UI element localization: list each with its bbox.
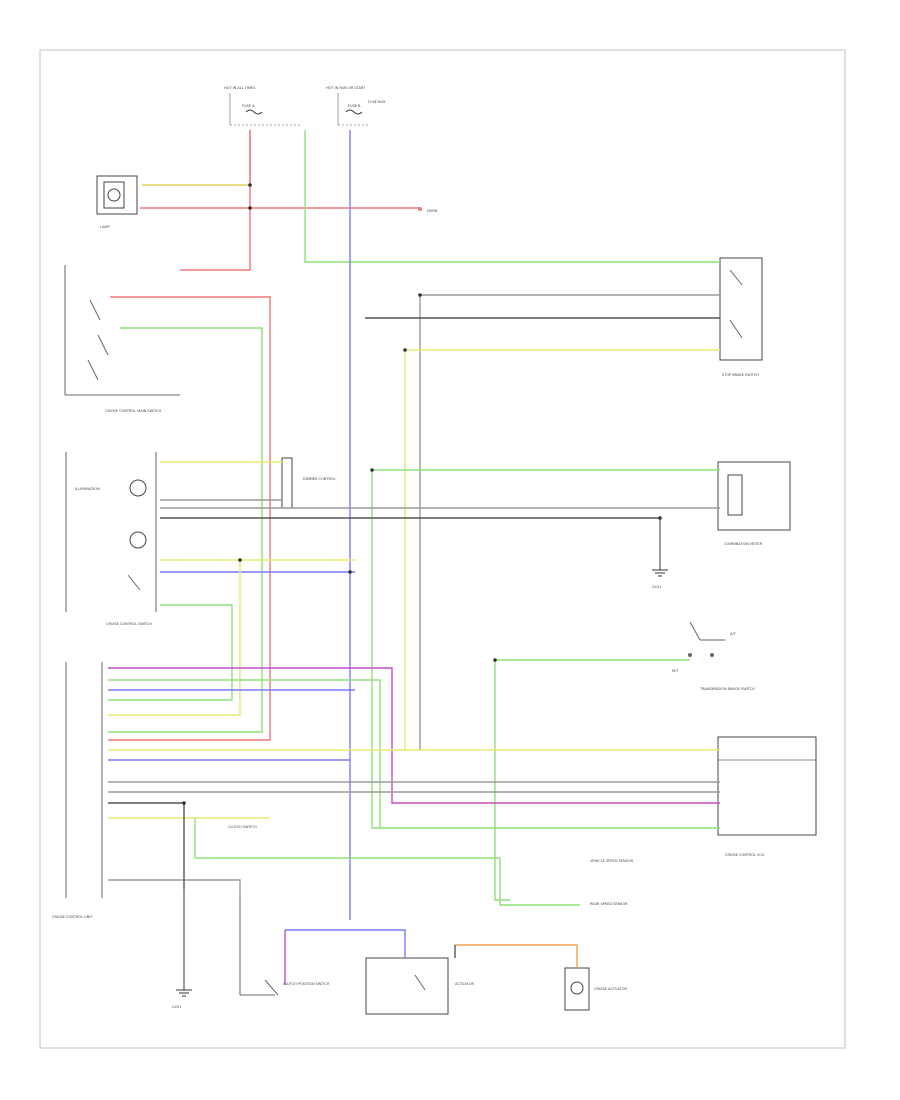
fuse-hot-all-times-label: HOT IN ALL TIMES <box>224 86 256 90</box>
wire-green <box>108 679 381 828</box>
vehicle-speed-sensor-label: VEHICLE SPEED SENSOR <box>590 859 634 863</box>
cruise-control-unit-label: CRUISE CONTROL UNIT <box>52 915 93 919</box>
fuse-a-label: FUSE A <box>242 104 255 108</box>
splice-dot <box>238 558 242 562</box>
wire-green <box>494 660 510 901</box>
lamp-component: LAMP <box>96 175 138 229</box>
fuse-box: HOT IN ALL TIMES HOT IN RUN OR START FUS… <box>224 86 386 126</box>
wire-orange <box>455 944 578 968</box>
cruise-computer: CRUISE CONTROL ECU <box>717 736 817 857</box>
cruise-main-switch: CRUISE CONTROL MAIN SWITCH <box>64 265 180 413</box>
clutch-switch-label: CLUTCH SWITCH <box>228 825 257 829</box>
clutch-position-switch: CLUTCH POSITION SWITCH <box>239 895 330 996</box>
cruise-computer-label: CRUISE CONTROL ECU <box>725 853 765 857</box>
wire-black <box>108 802 185 890</box>
at-only-label: A/T <box>730 632 737 636</box>
actuator-label: ACTUATOR <box>455 982 474 986</box>
splice-dot <box>248 206 252 210</box>
dimmer-control-label: DIMMER CONTROL <box>303 477 336 481</box>
wire-green <box>371 470 720 829</box>
splice-dot <box>493 658 497 662</box>
mt-only-label: M/T <box>672 669 679 673</box>
cruise-control-unit: CRUISE CONTROL UNIT <box>52 662 103 919</box>
lamp-label: LAMP <box>100 225 110 229</box>
wire-green <box>499 858 580 906</box>
wire-green <box>304 130 720 263</box>
ground-g201: G201 <box>172 890 192 1009</box>
ground-g101: G101 <box>652 518 668 589</box>
fuse-a-symbol <box>245 109 263 115</box>
wire-yellow <box>108 560 241 716</box>
splice-dot <box>182 801 186 805</box>
combination-meter-label: COMBINATION METER <box>724 542 763 546</box>
clutch-position-label: CLUTCH POSITION SWITCH <box>283 982 330 986</box>
diagram-frame <box>39 49 846 1049</box>
illumination-label: ILLUMINATION <box>75 487 100 491</box>
wire-green <box>108 327 263 733</box>
ground-g201-label: G201 <box>172 1005 181 1009</box>
cruise-actuator-label: CRUISE ACTUATOR <box>594 987 628 991</box>
wire-green <box>194 818 500 859</box>
wire-gray <box>108 879 241 895</box>
transmission-range-switch: A/T M/T TRANSMISSION RANGE SWITCH <box>672 621 755 691</box>
splice-dot <box>403 348 407 352</box>
wire-group <box>108 130 720 985</box>
actuator-component: ACTUATOR <box>365 957 474 1015</box>
combination-meter: COMBINATION METER <box>717 461 791 546</box>
splice-dot <box>248 183 252 187</box>
fuse-hot-run-start-label: HOT IN RUN OR START <box>326 86 366 90</box>
cruise-main-switch-label: CRUISE CONTROL MAIN SWITCH <box>105 409 161 413</box>
stop-brake-switch: STOP BRAKE SWITCH <box>719 257 763 377</box>
wire-red <box>142 130 251 186</box>
splice-dot <box>658 516 662 520</box>
splice-dot <box>370 468 374 472</box>
horn-label: HORN <box>427 209 438 213</box>
switch-assembly: ILLUMINATION DIMMER CONTROL <box>65 452 336 612</box>
fuse-b-symbol <box>345 109 363 115</box>
cruise-control-switch-label: CRUISE CONTROL SWITCH <box>106 622 152 626</box>
wire-green <box>108 604 233 701</box>
transmission-range-label: TRANSMISSION RANGE SWITCH <box>699 687 755 691</box>
fuse-box-note: FUSE BOX <box>368 100 386 104</box>
wire-red <box>180 130 251 271</box>
wire-blue <box>285 929 406 958</box>
fuse-b-label: FUSE B <box>348 104 361 108</box>
splice-dot <box>418 293 422 297</box>
wire-purple <box>108 667 720 804</box>
stop-brake-switch-label: STOP BRAKE SWITCH <box>722 373 759 377</box>
splice-dot <box>348 570 352 574</box>
cruise-actuator-component: CRUISE ACTUATOR <box>564 967 628 1011</box>
rear-speed-sensor-label: REAR SPEED SENSOR <box>590 902 628 906</box>
ground-g101-label: G101 <box>652 585 661 589</box>
